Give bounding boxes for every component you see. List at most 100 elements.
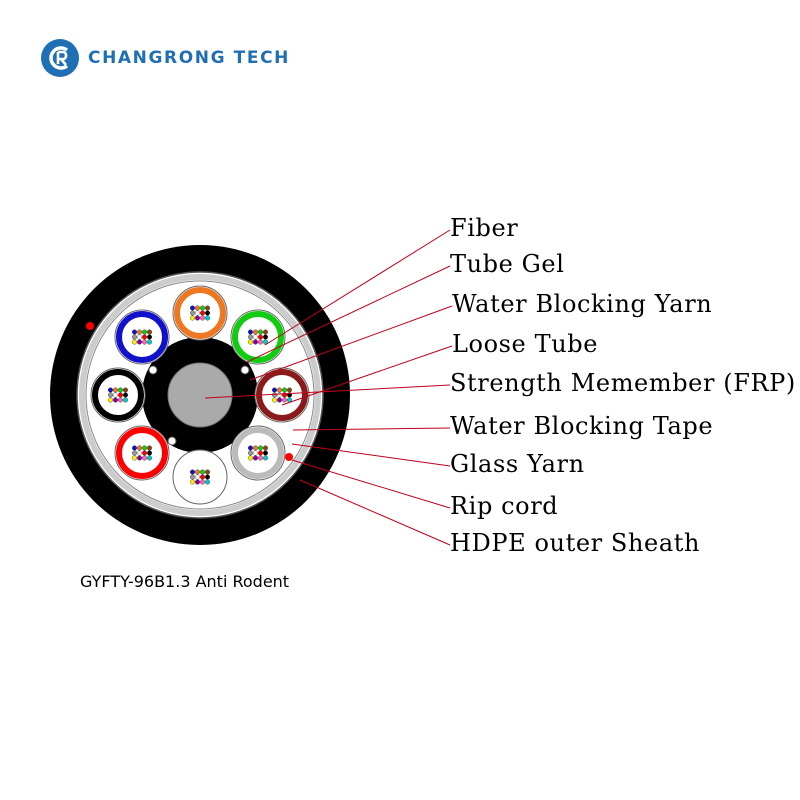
fiber	[112, 387, 118, 393]
fiber	[199, 474, 205, 480]
leader-line	[264, 229, 451, 346]
diagram-caption: GYFTY-96B1.3 Anti Rodent	[80, 572, 290, 591]
fiber	[257, 334, 263, 340]
fiber	[252, 445, 258, 451]
fiber	[137, 329, 143, 335]
fiber	[272, 387, 278, 393]
callout-label: Fiber	[450, 214, 519, 242]
fiber	[247, 329, 253, 335]
fiber	[262, 455, 268, 461]
fiber	[277, 397, 283, 403]
fiber	[117, 387, 123, 393]
fiber	[194, 479, 200, 485]
callout-label: Glass Yarn	[450, 450, 585, 478]
fiber	[252, 455, 258, 461]
fiber	[287, 387, 293, 393]
fiber	[247, 334, 253, 340]
fiber	[199, 315, 205, 321]
fiber	[257, 455, 263, 461]
fiber	[147, 329, 153, 335]
fiber	[272, 392, 278, 398]
fiber	[204, 479, 210, 485]
fiber	[117, 397, 123, 403]
fiber	[137, 455, 143, 461]
fiber	[252, 334, 258, 340]
fiber	[282, 387, 288, 393]
fiber	[142, 455, 148, 461]
fiber	[122, 387, 128, 393]
fiber	[189, 479, 195, 485]
fiber	[147, 445, 153, 451]
fiber	[122, 397, 128, 403]
fiber	[122, 392, 128, 398]
loose-tube	[172, 449, 228, 505]
loose-tube-wall	[116, 426, 169, 479]
tape-inner-edge	[85, 280, 315, 510]
fiber	[257, 329, 263, 335]
rip-cord	[285, 453, 293, 461]
fiber	[257, 445, 263, 451]
fiber	[112, 392, 118, 398]
fiber	[262, 334, 268, 340]
water-blocking-yarn	[148, 365, 158, 375]
fiber	[137, 445, 143, 451]
fiber	[204, 305, 210, 311]
leader-line	[291, 459, 451, 509]
fiber	[252, 450, 258, 456]
leader-line	[292, 427, 451, 431]
fiber	[199, 310, 205, 316]
strength-member-frp	[167, 362, 233, 428]
callout-label: Tube Gel	[450, 250, 565, 278]
fiber	[252, 339, 258, 345]
fiber	[132, 339, 138, 345]
fiber	[199, 305, 205, 311]
loose-tube	[114, 309, 170, 365]
fiber	[257, 450, 263, 456]
fiber	[262, 445, 268, 451]
fiber	[117, 392, 123, 398]
callout-label: Strength Memember (FRP)	[450, 369, 796, 397]
fiber	[194, 469, 200, 475]
fiber	[257, 339, 263, 345]
fiber	[194, 474, 200, 480]
loose-tube	[172, 285, 228, 341]
leader-line	[299, 479, 451, 546]
callout-label: Rip cord	[450, 492, 559, 520]
fiber	[142, 445, 148, 451]
fiber	[132, 455, 138, 461]
fiber	[247, 455, 253, 461]
loose-tube	[90, 367, 146, 423]
callout-label: Water Blocking Tape	[450, 412, 714, 440]
fiber	[147, 334, 153, 340]
fiber	[204, 315, 210, 321]
fiber	[142, 339, 148, 345]
fiber	[189, 310, 195, 316]
fiber	[262, 450, 268, 456]
loose-tube	[230, 425, 286, 481]
fiber	[107, 392, 113, 398]
fiber	[189, 469, 195, 475]
fiber	[277, 387, 283, 393]
fiber	[282, 397, 288, 403]
fiber	[194, 310, 200, 316]
leader-lines	[204, 229, 453, 546]
rip-cord	[86, 322, 94, 330]
brand-name: CHANGRONG TECH	[88, 48, 290, 68]
fiber	[112, 397, 118, 403]
fiber	[252, 329, 258, 335]
fiber	[142, 329, 148, 335]
fiber	[247, 445, 253, 451]
fiber	[204, 469, 210, 475]
fiber	[132, 334, 138, 340]
callout-label: Loose Tube	[452, 330, 599, 358]
leader-line	[249, 305, 453, 381]
water-blocking-yarn	[167, 436, 177, 446]
changrong-logo-icon	[41, 39, 79, 77]
fiber	[137, 450, 143, 456]
fiber	[272, 397, 278, 403]
leader-line	[246, 265, 451, 363]
fiber	[147, 455, 153, 461]
fiber	[107, 387, 113, 393]
callout-label: Water Blocking Yarn	[452, 290, 713, 318]
leader-line	[204, 384, 451, 399]
